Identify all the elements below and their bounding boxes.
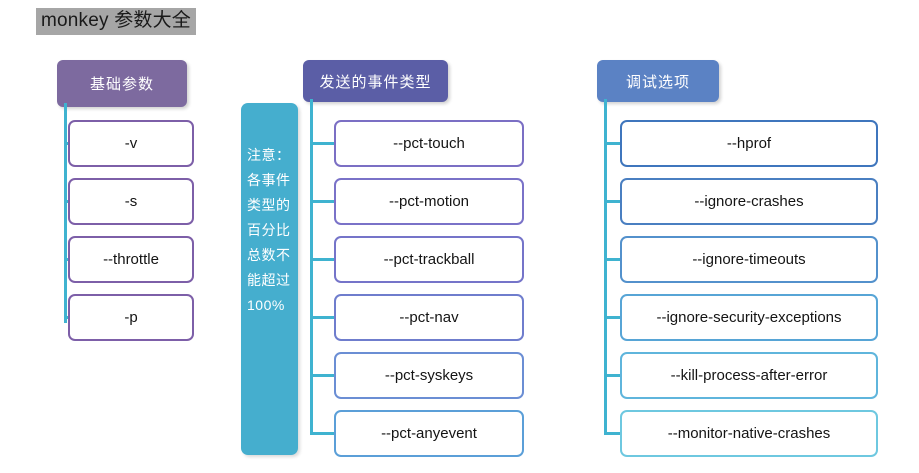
connector-stub	[604, 316, 620, 319]
item-box[interactable]: -s	[68, 178, 194, 225]
connector-stub	[604, 432, 620, 435]
page-title: monkey 参数大全	[36, 8, 197, 35]
connector-stub	[310, 200, 334, 203]
note-box: 注意：各事件类型的百分比总数不能超过100%	[241, 103, 298, 455]
item-box[interactable]: --pct-syskeys	[334, 352, 524, 399]
connector-trunk-debug	[604, 99, 607, 435]
item-box[interactable]: --pct-motion	[334, 178, 524, 225]
item-box[interactable]: --ignore-crashes	[620, 178, 878, 225]
column-header-events[interactable]: 发送的事件类型	[303, 60, 448, 102]
connector-stub	[64, 316, 68, 319]
item-box[interactable]: --hprof	[620, 120, 878, 167]
item-box[interactable]: --pct-trackball	[334, 236, 524, 283]
connector-stub	[604, 200, 620, 203]
connector-trunk-basic	[64, 103, 67, 323]
item-box[interactable]: --ignore-timeouts	[620, 236, 878, 283]
connector-stub	[604, 258, 620, 261]
connector-stub	[604, 374, 620, 377]
item-box[interactable]: --pct-touch	[334, 120, 524, 167]
connector-stub	[310, 142, 334, 145]
connector-stub	[310, 374, 334, 377]
connector-stub	[604, 142, 620, 145]
connector-stub	[64, 200, 68, 203]
connector-stub	[310, 316, 334, 319]
column-header-basic[interactable]: 基础参数	[57, 60, 187, 107]
item-box[interactable]: --kill-process-after-error	[620, 352, 878, 399]
item-box[interactable]: -p	[68, 294, 194, 341]
connector-trunk-events	[310, 99, 313, 435]
item-box[interactable]: --ignore-security-exceptions	[620, 294, 878, 341]
connector-stub	[64, 142, 68, 145]
item-box[interactable]: --pct-anyevent	[334, 410, 524, 457]
connector-stub	[310, 258, 334, 261]
item-box[interactable]: --throttle	[68, 236, 194, 283]
item-box[interactable]: -v	[68, 120, 194, 167]
page-title-text: monkey 参数大全	[36, 8, 197, 35]
item-box[interactable]: --monitor-native-crashes	[620, 410, 878, 457]
column-header-debug[interactable]: 调试选项	[597, 60, 719, 102]
connector-stub	[310, 432, 334, 435]
connector-stub	[64, 258, 68, 261]
item-box[interactable]: --pct-nav	[334, 294, 524, 341]
